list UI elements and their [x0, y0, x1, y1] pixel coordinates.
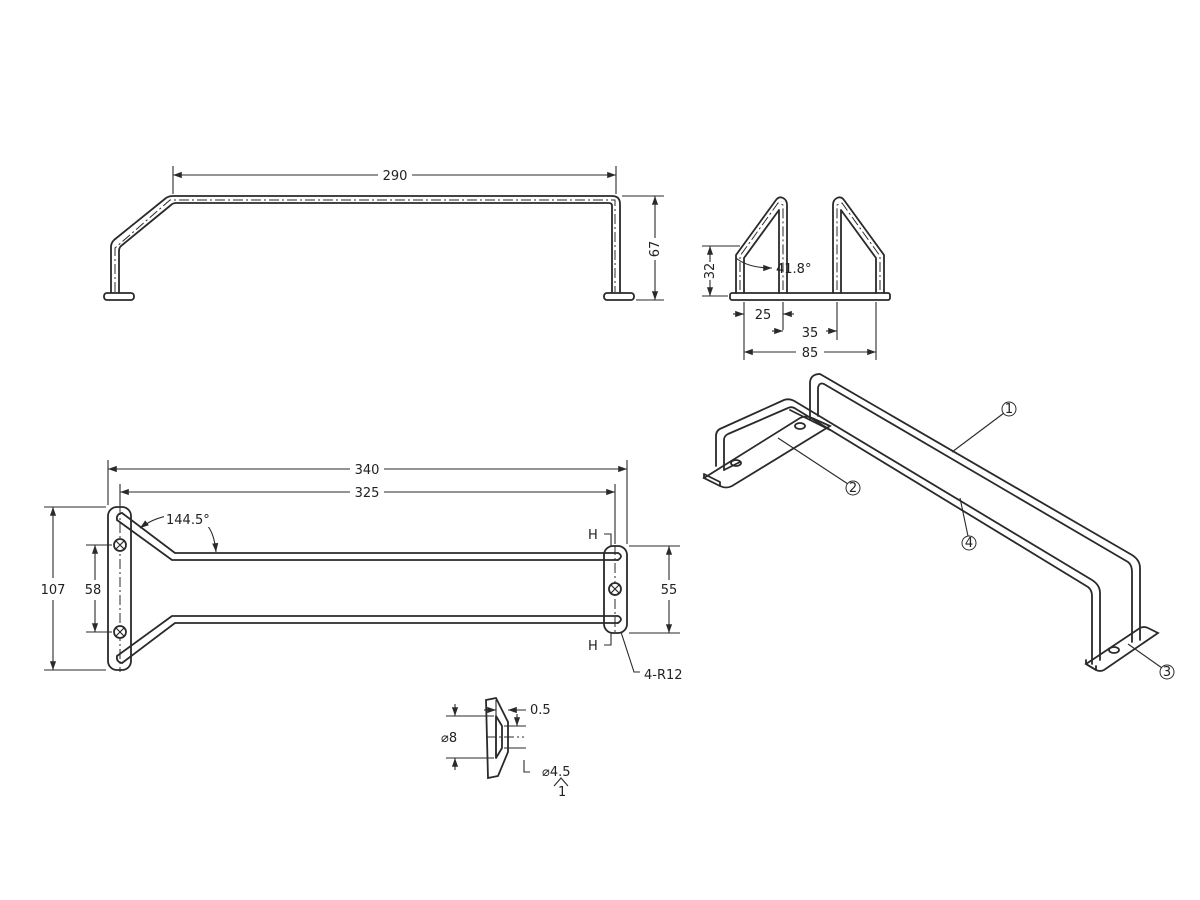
iso-rod-front-lower [723, 409, 831, 471]
dim-0-5-label: 0.5 [530, 703, 551, 718]
svg-text:4: 4 [965, 536, 973, 551]
front-view-tube-inner [118, 202, 613, 294]
dim-35-label: 35 [802, 326, 819, 341]
dim-58-label: 58 [85, 583, 102, 598]
balloon-1: 1 [1001, 401, 1017, 417]
front-view: 290 67 [103, 166, 665, 301]
svg-text:3: 3 [1163, 665, 1171, 680]
dim-angle-144-5-label: 144.5° [166, 513, 210, 528]
side-view-right-leg [832, 196, 885, 294]
front-view-tube-outer [110, 195, 621, 294]
section-detail: 0.5 ⌀8 ⌀4.5 1 [440, 696, 571, 800]
iso-rod-back-inner [817, 382, 1133, 643]
front-view-centerline [114, 199, 616, 292]
dim-290-label: 290 [383, 169, 408, 184]
dim-angle-41-8-label: 41.8° [776, 262, 811, 277]
section-mark-bottom-label: H [588, 639, 598, 654]
dim-25-label: 25 [755, 308, 772, 323]
iso-plate-left-edge [703, 473, 721, 487]
isometric-view: 1 2 3 4 [702, 373, 1175, 680]
side-view-left-leg-inner [743, 209, 780, 294]
balloon-3: 3 [1159, 664, 1175, 680]
side-view: 32 41.8° 25 35 85 [700, 196, 891, 361]
dim-325-label: 325 [355, 486, 380, 501]
plan-view-hole-right [608, 582, 622, 596]
iso-rod-back-outer [809, 373, 1141, 641]
radius-note-label: 4-R12 [644, 668, 683, 683]
dim-107-label: 107 [41, 583, 66, 598]
dim-55-label: 55 [661, 583, 678, 598]
iso-hole-left-2 [794, 422, 806, 430]
plan-view-rod-right-end-upper [617, 552, 622, 561]
section-mark-top-line [604, 533, 612, 546]
radius-note-leader [620, 631, 640, 673]
plan-view: 340 325 144.5° 107 58 55 H H [38, 460, 683, 683]
section-mark-top-label: H [588, 528, 598, 543]
balloon-1-leader [951, 412, 1005, 453]
balloon-3-leader [1127, 643, 1163, 669]
iso-rod-front-outer [715, 398, 1101, 661]
side-view-left-center [739, 202, 784, 290]
plan-view-rod-upper-outer [116, 519, 619, 561]
depth-mark-label: 1 [558, 785, 566, 800]
plan-view-rod-upper-inner [121, 512, 619, 554]
balloon-4-leader [959, 497, 969, 537]
plan-view-rod-lower-end [115, 655, 123, 664]
dim-67-label: 67 [648, 241, 663, 258]
section-mark-bottom-line [604, 633, 612, 646]
svg-text:2: 2 [849, 481, 857, 496]
side-view-left-leg [735, 196, 788, 294]
front-view-foot-right [603, 292, 635, 301]
balloon-2: 2 [845, 480, 861, 496]
dim-340-label: 340 [355, 463, 380, 478]
balloon-4: 4 [961, 535, 977, 551]
dim-32-label: 32 [703, 263, 718, 280]
balloon-2-leader [777, 437, 849, 485]
depth-mark-symbol [553, 777, 569, 787]
iso-hole-right [1108, 646, 1120, 654]
dim-angle-41-8-arc [735, 257, 773, 272]
iso-rod-front-inner [723, 406, 1093, 665]
dim-d8-label: ⌀8 [441, 731, 457, 746]
plan-view-hole-left-top [113, 538, 127, 552]
dim-d4-5-leader [523, 760, 530, 773]
side-view-right-leg-inner [840, 209, 877, 294]
plan-view-rod-upper-end [115, 512, 123, 521]
iso-plate-right-edge [1085, 659, 1097, 671]
side-view-base-plate [729, 292, 891, 301]
plan-view-rod-lower-outer [116, 615, 619, 657]
front-view-foot-left [103, 292, 135, 301]
side-view-right-center [836, 202, 881, 290]
plan-view-rod-lower-inner [121, 622, 619, 664]
iso-plate-right [1084, 626, 1160, 672]
plan-view-rod-right-end-lower [617, 615, 622, 624]
svg-text:1: 1 [1005, 402, 1013, 417]
plan-view-hole-left-bottom [113, 625, 127, 639]
dim-d4-5-label: ⌀4.5 [542, 765, 571, 780]
dim-85-label: 85 [802, 346, 819, 361]
